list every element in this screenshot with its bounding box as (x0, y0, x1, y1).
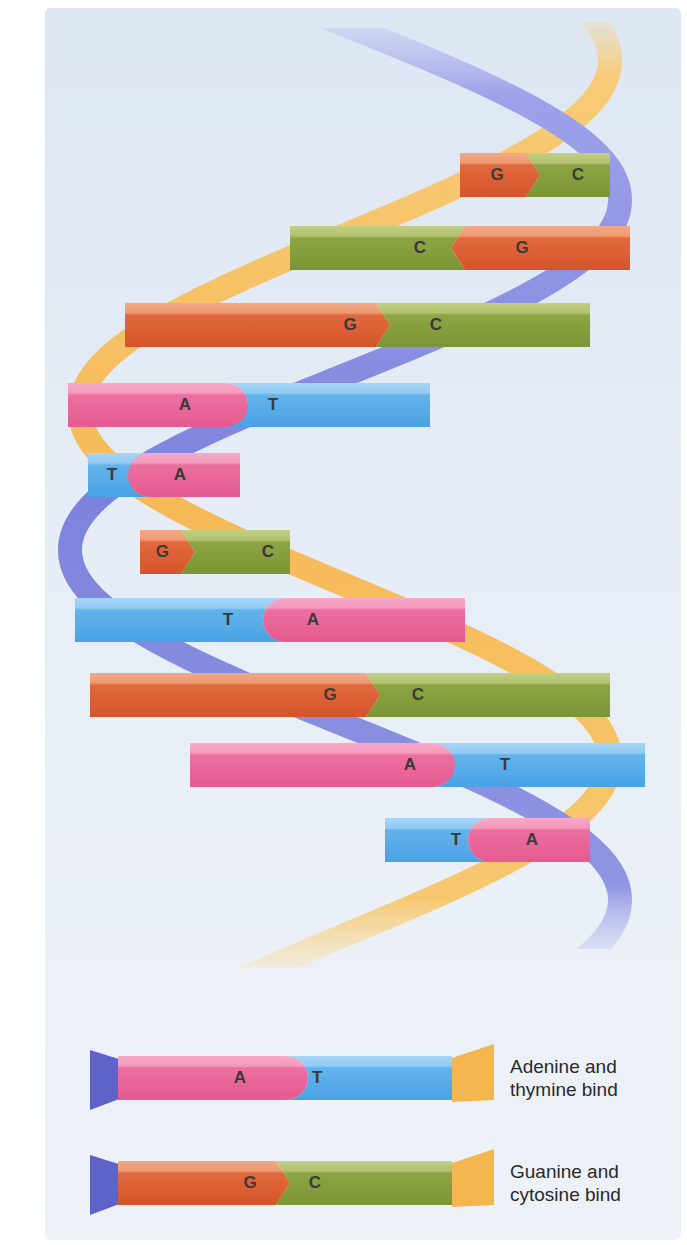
base-letter: C (309, 1161, 321, 1205)
base-letter: T (451, 818, 461, 862)
base-bar: A (263, 598, 465, 642)
base-fill (128, 453, 240, 497)
base-bar: C (290, 226, 465, 270)
strand-cap (452, 1044, 494, 1102)
strand-cap (90, 1050, 122, 1110)
base-bar: C (526, 153, 610, 197)
base-fill (451, 226, 630, 270)
base-shape (75, 598, 285, 642)
base-letter: G (490, 153, 503, 197)
base-bar: G (125, 303, 390, 347)
base-shape (286, 1056, 452, 1100)
legend-entry: Adenine and thymine bind (510, 1055, 670, 1101)
base-shape (433, 743, 645, 787)
base-letter: C (412, 673, 424, 717)
base-fill (118, 1161, 290, 1205)
strand-cap (452, 1149, 494, 1207)
base-letter: G (243, 1161, 256, 1205)
base-letter: T (500, 743, 510, 787)
base-bar: A (468, 818, 590, 862)
base-letter: G (343, 303, 356, 347)
base-shape (226, 383, 430, 427)
base-fill (276, 1161, 452, 1205)
base-fill (68, 383, 248, 427)
base-letter: G (323, 673, 336, 717)
base-fill (118, 1056, 308, 1100)
legend-text: Guanine and cytosine bind (510, 1160, 670, 1206)
base-letter: C (572, 153, 584, 197)
base-letter: A (526, 818, 538, 862)
base-bar: A (68, 383, 248, 427)
base-letter: A (174, 453, 186, 497)
base-shape (276, 1161, 452, 1205)
base-bar: G (118, 1161, 290, 1205)
legend-entry: Guanine and cytosine bind (510, 1160, 670, 1206)
base-letter: T (312, 1056, 322, 1100)
base-bar: G (451, 226, 630, 270)
base-shape (366, 673, 610, 717)
base-bar: C (376, 303, 590, 347)
background-panel (45, 8, 681, 1240)
base-fill (366, 673, 610, 717)
base-bar: A (190, 743, 455, 787)
base-bar: C (366, 673, 610, 717)
base-fill (433, 743, 645, 787)
base-fill (190, 743, 455, 787)
base-letter: T (107, 453, 117, 497)
base-shape (118, 1161, 290, 1205)
base-shape (290, 226, 465, 270)
base-fill (90, 673, 380, 717)
base-fill (226, 383, 430, 427)
base-bar: A (128, 453, 240, 497)
base-bar: G (460, 153, 540, 197)
base-bar: C (276, 1161, 452, 1205)
base-letter: A (307, 598, 319, 642)
base-shape (263, 598, 465, 642)
base-letter: A (179, 383, 191, 427)
base-fill (75, 598, 285, 642)
backbone-strand (58, 28, 632, 949)
base-bar: T (433, 743, 645, 787)
base-letter: C (262, 530, 274, 574)
base-bar: T (226, 383, 430, 427)
legend-text: Adenine and thymine bind (510, 1055, 670, 1101)
base-fill (125, 303, 390, 347)
base-shape (526, 153, 610, 197)
base-letter: A (234, 1056, 246, 1100)
base-fill (526, 153, 610, 197)
base-letter: A (404, 743, 416, 787)
base-bar: C (181, 530, 290, 574)
base-fill (468, 818, 590, 862)
base-letter: T (223, 598, 233, 642)
base-fill (263, 598, 465, 642)
base-shape (376, 303, 590, 347)
base-fill (460, 153, 540, 197)
strand-cap (90, 1155, 122, 1215)
base-fill (181, 530, 290, 574)
base-letter: T (268, 383, 278, 427)
base-shape (451, 226, 630, 270)
base-bar: T (75, 598, 285, 642)
base-fill (286, 1056, 452, 1100)
backbone-strand (68, 22, 622, 967)
base-fill (376, 303, 590, 347)
base-letter: C (430, 303, 442, 347)
base-shape (68, 383, 248, 427)
base-fill (290, 226, 465, 270)
base-letter: C (414, 226, 426, 270)
base-shape (118, 1056, 308, 1100)
base-bar: T (286, 1056, 452, 1100)
base-bar: G (90, 673, 380, 717)
base-letter: G (515, 226, 528, 270)
base-letter: G (156, 530, 169, 574)
base-bar: A (118, 1056, 308, 1100)
